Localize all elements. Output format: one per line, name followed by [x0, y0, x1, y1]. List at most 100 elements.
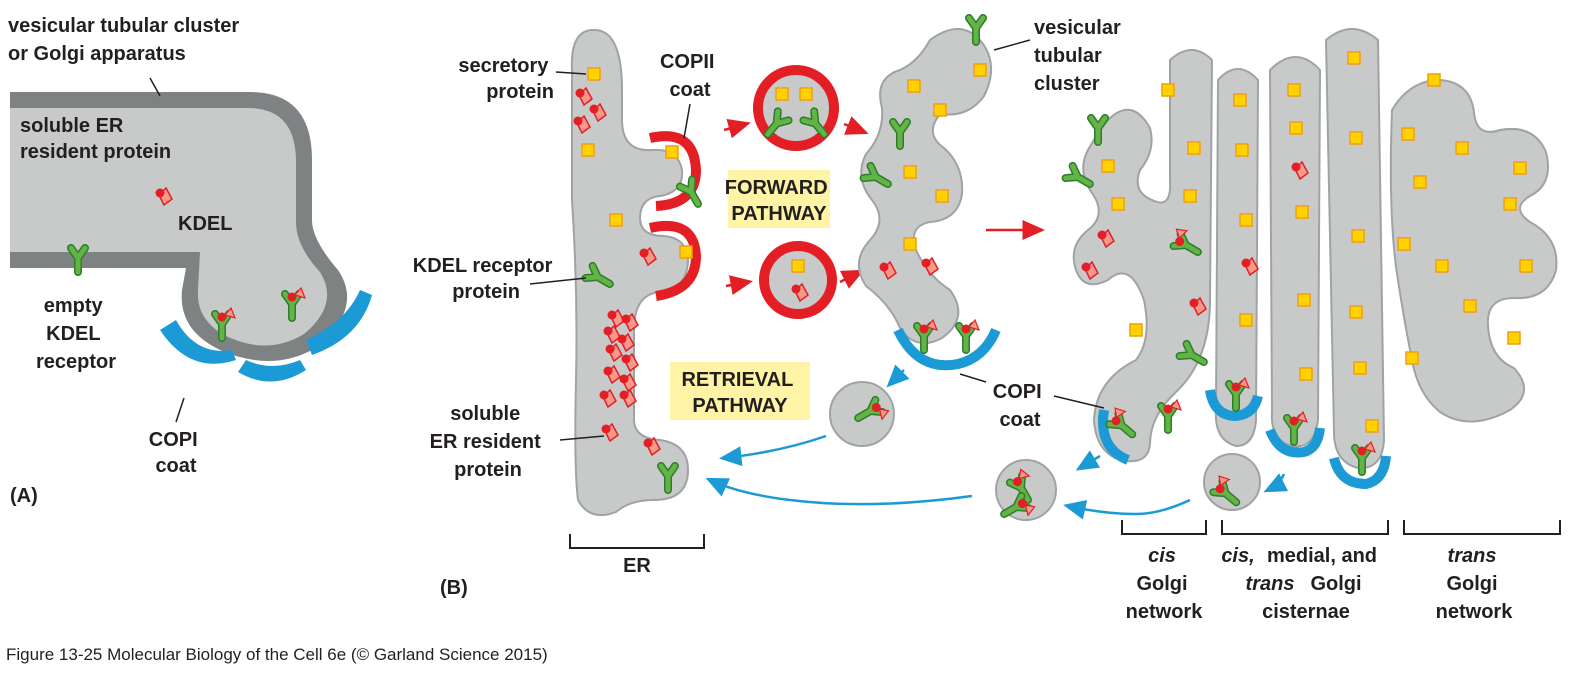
forward-pathway-box	[728, 170, 830, 228]
golgi-copi-coat	[1265, 427, 1325, 458]
kdel-receptor-leader	[529, 277, 587, 285]
vtc-copi-coat	[893, 327, 1001, 371]
vtc-leader	[993, 39, 1031, 51]
golgi-cargo-icon	[1519, 259, 1533, 273]
panel-a-soluble-label: soluble ER resident protein	[20, 115, 171, 163]
copii-coat-leader	[683, 103, 691, 139]
golgi-copi-coat	[1205, 389, 1263, 422]
copi-coat-leader-1	[959, 373, 987, 383]
copi-coat-leader-2	[1053, 395, 1105, 409]
golgi-cargo-icon	[1413, 175, 1427, 189]
golgi-cargo-icon	[1455, 141, 1469, 155]
golgi-cargo-icon	[1397, 237, 1411, 251]
er-cargo-icon	[581, 143, 595, 157]
golgi-cargo-icon	[1351, 229, 1365, 243]
golgi-cargo-icon	[1365, 419, 1379, 433]
forward-arrow	[843, 116, 869, 135]
cis-golgi-bracket	[1121, 520, 1207, 535]
golgi-cargo-icon	[1239, 313, 1253, 327]
vtc-cargo-icon	[903, 165, 917, 179]
vtc-cargo-icon	[973, 63, 987, 77]
retrieval-arrow	[1063, 498, 1191, 520]
golgi-cargo-icon	[1401, 127, 1415, 141]
forward-pathway-label: FORWARD PATHWAY	[725, 177, 834, 225]
golgi-cisterna-3	[1324, 28, 1386, 470]
golgi-cargo-icon	[1287, 83, 1301, 97]
retrieval-pathway-box	[670, 362, 810, 420]
golgi-cargo-icon	[1347, 51, 1361, 65]
cis-golgi-network	[1072, 49, 1214, 463]
er-copii-coat-bottom	[648, 220, 702, 301]
retrieval-pathway-label: RETRIEVAL PATHWAY	[681, 369, 798, 417]
golgi-cargo-icon	[1129, 323, 1143, 337]
copi-vesicle-golgi-1	[995, 459, 1057, 525]
retrieval-arrow	[886, 364, 910, 388]
cis-golgi-network-label: cis Golgi network	[1126, 545, 1204, 623]
panel-b: FORWARD PATHWAY RETRIEVAL PATHWAY	[413, 17, 1561, 623]
vtc-cargo-icon	[903, 237, 917, 251]
panel-a-membrane-label: vesicular tubular cluster or Golgi appar…	[8, 15, 245, 65]
panel-a: vesicular tubular cluster or Golgi appar…	[8, 15, 372, 507]
forward-arrow	[839, 269, 865, 289]
golgi-cargo-icon	[1353, 361, 1367, 375]
secretory-protein-leader	[555, 71, 587, 75]
golgi-cargo-icon	[1427, 73, 1441, 87]
golgi-cargo-icon	[1405, 351, 1419, 365]
golgi-cargo-icon	[1507, 331, 1521, 345]
golgi-cargo-icon	[1463, 299, 1477, 313]
copii-coat-label: COPII coat	[660, 51, 720, 101]
golgi-cargo-icon	[1111, 197, 1125, 211]
er-label: ER	[623, 555, 651, 577]
vtc-cargo-icon	[933, 103, 947, 117]
vtc-cargo-icon	[907, 79, 921, 93]
panel-a-empty-receptor-label: empty KDEL receptor	[36, 295, 116, 373]
golgi-cargo-icon	[1289, 121, 1303, 135]
panel-a-membrane-leader	[149, 77, 161, 97]
panel-a-kdel-label: KDEL	[178, 213, 232, 235]
vtc-cargo-icon	[935, 189, 949, 203]
er-cargo-icon	[587, 67, 601, 81]
copi-vesicle-vtc	[829, 381, 895, 447]
golgi-cargo-icon	[1187, 141, 1201, 155]
er-bracket	[569, 534, 705, 549]
vesicular-tubular-cluster	[858, 28, 992, 345]
soluble-er-leader	[559, 435, 605, 441]
retrieval-arrow	[1075, 450, 1101, 471]
soluble-er-label-b: soluble ER resident protein	[430, 403, 547, 481]
panel-a-copi-leader	[175, 397, 185, 423]
golgi-cargo-icon	[1349, 305, 1363, 319]
figure-caption: Figure 13-25 Molecular Biology of the Ce…	[6, 645, 548, 664]
trans-golgi-network	[1389, 78, 1558, 423]
golgi-cisterna-1	[1214, 68, 1260, 448]
golgi-cargo-icon	[1233, 93, 1247, 107]
copi-vesicle-golgi-2	[1203, 453, 1261, 510]
golgi-cargo-icon	[1183, 189, 1197, 203]
copi-coat-label-b: COPI coat	[993, 381, 1047, 431]
panel-b-label: (B)	[440, 577, 468, 599]
golgi-cargo-icon	[1349, 131, 1363, 145]
er-cargo-icon	[665, 145, 679, 159]
golgi-cargo-icon	[1513, 161, 1527, 175]
er-cargo-icon	[679, 245, 693, 259]
golgi-cargo-icon	[1235, 143, 1249, 157]
golgi-cargo-icon	[1297, 293, 1311, 307]
copii-vesicle-top	[753, 65, 839, 151]
golgi-bound-receptor-icon	[1161, 400, 1181, 430]
trans-golgi-bracket	[1403, 520, 1561, 535]
panel-a-label: (A)	[10, 485, 38, 507]
golgi-cargo-icon	[1435, 259, 1449, 273]
golgi-cargo-icon	[1239, 213, 1253, 227]
panel-a-copi-label: COPI coat	[149, 429, 203, 477]
retrieval-arrow-to-er	[719, 434, 827, 467]
golgi-cargo-icon	[1161, 83, 1175, 97]
golgi-copi-coat	[1329, 455, 1391, 490]
vtc-bound-receptor-icon	[959, 320, 979, 350]
panel-a-lumen	[10, 108, 328, 346]
retrieval-arrow	[1263, 473, 1289, 493]
cisternae-bracket	[1221, 520, 1389, 535]
vtc-label: vesicular tubular cluster	[1034, 17, 1126, 95]
forward-arrow	[723, 118, 751, 139]
cisternae-label: cis, medial, and trans Golgi cisternae	[1221, 545, 1381, 623]
er-cargo-icon	[609, 213, 623, 227]
